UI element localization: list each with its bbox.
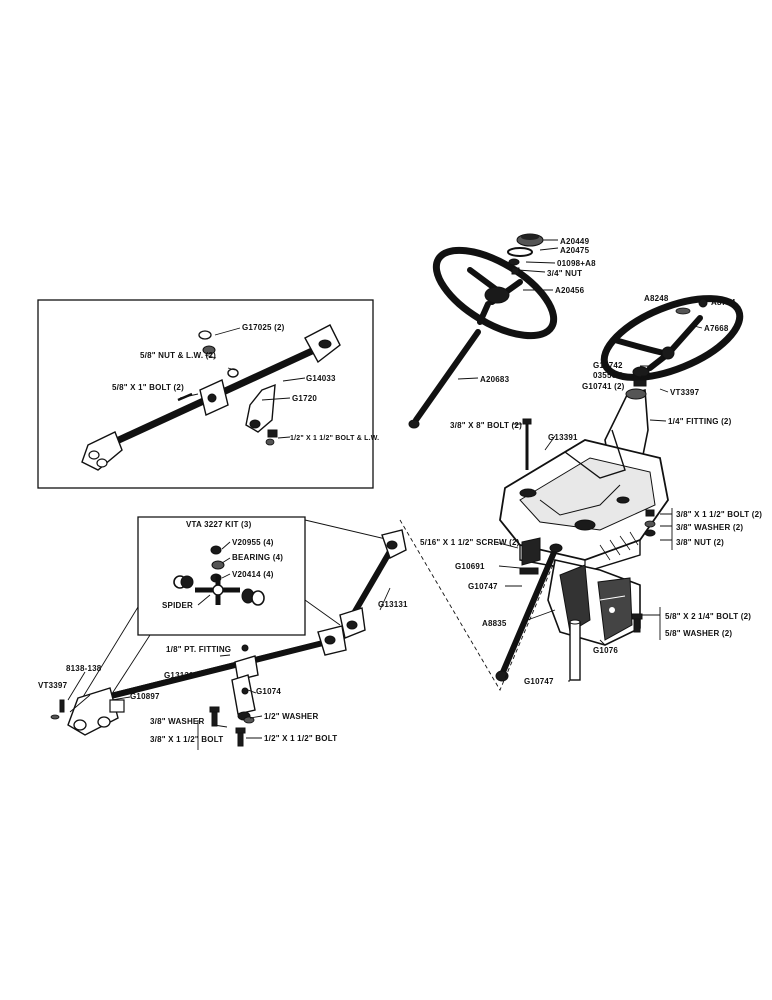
shaft-g13131 (339, 529, 407, 639)
leader-lines (67, 239, 703, 750)
label-a8835: A8835 (482, 619, 507, 628)
inset-box-g14033 (37, 299, 374, 489)
label-vt3397-upper: VT3397 (670, 388, 700, 397)
label-a8248: A8248 (644, 294, 669, 303)
label-g17025: G17025 (2) (242, 323, 285, 332)
label-g1074: G1074 (256, 687, 281, 696)
label-v20955: V20955 (4) (232, 538, 274, 547)
label-washer-12: 1/2" WASHER (264, 712, 318, 721)
label-bolt-58x214: 5/8" X 2 1/4" BOLT (2) (665, 612, 751, 621)
label-washer-58: 5/8" WASHER (2) (665, 629, 732, 638)
label-g10742: G10742 (593, 361, 623, 370)
label-a7668: A7668 (704, 324, 729, 333)
label-fitting: 1/4" FITTING (2) (668, 417, 732, 426)
label-bolt-58x1: 5/8" X 1" BOLT (2) (112, 383, 184, 392)
label-bolt-12x112: 1/2" X 1 1/2" BOLT (264, 734, 337, 743)
label-g10747-lower: G10747 (524, 677, 554, 686)
inset-box-vta3227 (137, 516, 306, 636)
label-bearing: BEARING (4) (232, 553, 283, 562)
label-g10897: G10897 (130, 692, 160, 701)
label-pt-fitting: 1/8" PT. FITTING (166, 645, 231, 654)
label-bolt-12-lw: 1/2" X 1 1/2" BOLT & L.W. (290, 435, 379, 442)
label-washer-38: 3/8" WASHER (2) (676, 523, 743, 532)
label-nut-34: 3/4" NUT (547, 269, 582, 278)
label-a8744: A8744 (711, 298, 736, 307)
label-g13391: G13391 (548, 433, 578, 442)
label-g10691: G10691 (455, 562, 485, 571)
steering-shaft-a20683 (408, 329, 481, 429)
steering-wheel-a7668 (600, 295, 744, 381)
horn-cap-parts (507, 233, 544, 275)
shaft-g13130 (50, 625, 347, 747)
label-g14033: G14033 (306, 374, 336, 383)
label-nut-lw: 5/8" NUT & L.W. (2) (140, 351, 216, 360)
label-screw-516: 5/16" X 1 1/2" SCREW (2) (420, 538, 520, 547)
label-vta3227-kit: VTA 3227 KIT (3) (186, 520, 252, 529)
label-g10747-upper: G10747 (468, 582, 498, 591)
part-labels: A20449 A20475 01098+A8 3/4" NUT A20456 A… (38, 237, 762, 744)
steering-wheel-a20456 (432, 246, 558, 340)
label-a20683: A20683 (480, 375, 510, 384)
steering-gear-housing (499, 366, 669, 573)
label-bolt-38x8: 3/8" X 8" BOLT (2) (450, 421, 522, 430)
label-8138-138: 8138-138 (66, 664, 102, 673)
label-nut-38: 3/8" NUT (2) (676, 538, 724, 547)
label-g13131: G13131 (378, 600, 408, 609)
label-a20449: A20449 (560, 237, 590, 246)
u-joint-kit-parts (173, 545, 265, 606)
label-03556n: 03556N (593, 371, 622, 380)
label-bolt-38x112: 3/8" X 1 1/2" BOLT (2) (676, 510, 762, 519)
label-g1076: G1076 (593, 646, 618, 655)
label-a20456: A20456 (555, 286, 585, 295)
label-bolt-38x112-lower: 3/8" X 1 1/2" BOLT (150, 735, 223, 744)
label-spider: SPIDER (162, 601, 193, 610)
label-a20475: A20475 (560, 246, 590, 255)
shaft-assembly-g14033 (81, 324, 341, 471)
label-v20414: V20414 (4) (232, 570, 274, 579)
label-washer-38-lower: 3/8" WASHER (150, 717, 204, 726)
label-g1720: G1720 (292, 394, 317, 403)
label-g13130: G13130 (164, 671, 194, 680)
label-01098: 01098+A8 (557, 259, 596, 268)
label-g10741: G10741 (2) (582, 382, 625, 391)
label-vt3397-lower: VT3397 (38, 681, 68, 690)
bracket-g1076 (547, 559, 641, 646)
right-bolt-stack (644, 509, 656, 537)
